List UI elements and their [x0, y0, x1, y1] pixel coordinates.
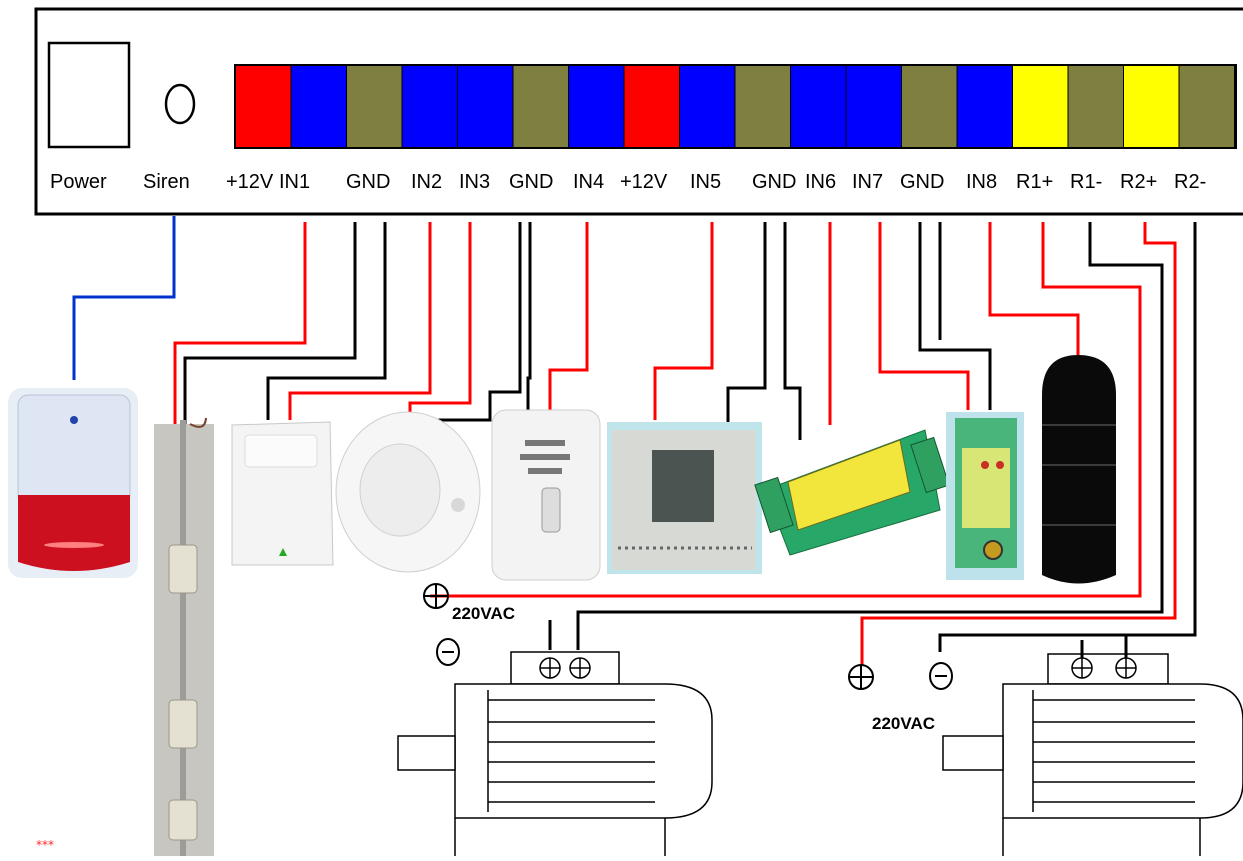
wire-water-level-gnd: [183, 222, 357, 425]
minus-icon: [929, 662, 953, 690]
footer-mark: ***: [36, 838, 54, 852]
terminal-label: +12V: [620, 171, 668, 193]
gas-detector: [491, 409, 601, 581]
terminal-block[interactable]: [1013, 66, 1068, 147]
minus-icon: [436, 638, 460, 666]
terminal-strip: [234, 64, 1237, 149]
siren-label: Siren: [143, 171, 190, 193]
terminal-block[interactable]: [1179, 66, 1235, 147]
terminal-label: GND: [509, 171, 554, 193]
wire-beam-signal: [988, 222, 1080, 358]
terminal-block[interactable]: [735, 66, 791, 147]
plus-icon: [423, 583, 449, 609]
terminal-block[interactable]: [1068, 66, 1124, 147]
wire-din-gnd-a: [918, 222, 992, 410]
motor-right: [942, 653, 1243, 856]
terminal-label: R2+: [1120, 171, 1158, 193]
thermostat: [607, 422, 762, 574]
terminal-label: IN6: [805, 171, 837, 193]
terminal-label: IN5: [690, 171, 722, 193]
terminal-label: IN4: [573, 171, 605, 193]
wire-relay-gnd: [783, 222, 802, 440]
terminal-block[interactable]: [957, 66, 1013, 147]
terminal-block[interactable]: [902, 66, 957, 147]
motor-left: [397, 651, 713, 856]
terminal-label: IN8: [966, 171, 998, 193]
terminal-label: R1-: [1070, 171, 1103, 193]
wire-water-level-positive: [173, 222, 307, 425]
wire-smoke-gnd: [438, 222, 522, 428]
terminal-block[interactable]: [791, 66, 846, 147]
siren-indicator: [164, 83, 196, 125]
wire-r1-minus: [576, 222, 1164, 650]
terminal-block[interactable]: [1124, 66, 1179, 147]
terminal-block[interactable]: [402, 66, 458, 147]
terminal-label: GND: [752, 171, 797, 193]
relay-module: [754, 429, 950, 556]
terminal-label: GND: [346, 171, 391, 193]
wire-thermostat-gnd: [726, 222, 767, 422]
terminal-block[interactable]: [624, 66, 680, 147]
wire-r2-minus: [938, 222, 1197, 652]
voltage-label-right: 220VAC: [872, 714, 935, 733]
terminal-label: +12V: [226, 171, 274, 193]
power-label: Power: [50, 171, 107, 193]
siren-device: [8, 388, 138, 578]
power-switch[interactable]: [47, 41, 131, 149]
plus-icon: [848, 664, 874, 690]
terminal-block[interactable]: [569, 66, 624, 147]
wire-gas-signal: [548, 222, 589, 410]
terminal-label: IN7: [852, 171, 884, 193]
terminal-label: R1+: [1016, 171, 1054, 193]
terminal-block[interactable]: [291, 66, 347, 147]
wire-r1-plus: [430, 222, 1142, 598]
smoke-detector: [335, 411, 481, 573]
terminal-block[interactable]: [347, 66, 402, 147]
water-level-sensor: [154, 417, 214, 856]
din-module: [946, 412, 1024, 580]
signal-wires: [173, 222, 1197, 665]
wire-pir-gnd: [266, 222, 387, 420]
wire-smoke-signal: [408, 222, 472, 412]
wire-din-signal: [878, 222, 970, 410]
terminal-label: GND: [900, 171, 945, 193]
terminal-block[interactable]: [458, 66, 513, 147]
terminal-block[interactable]: [846, 66, 902, 147]
terminal-label: IN3: [459, 171, 491, 193]
infrared-beam: [1042, 355, 1116, 584]
terminal-block[interactable]: [513, 66, 569, 147]
siren-wire: [72, 216, 176, 380]
terminal-label: R2-: [1174, 171, 1207, 193]
terminal-block[interactable]: [236, 66, 291, 147]
wire-r2-plus: [860, 222, 1177, 665]
wire-gas-gnd: [526, 222, 532, 410]
terminal-block[interactable]: [680, 66, 735, 147]
voltage-label-left: 220VAC: [452, 604, 515, 623]
terminal-label: IN1: [279, 171, 311, 193]
pir-sensor: [231, 421, 334, 566]
terminal-label: IN2: [411, 171, 443, 193]
wire-pir-signal: [288, 222, 432, 420]
wire-thermostat-signal: [653, 222, 714, 420]
